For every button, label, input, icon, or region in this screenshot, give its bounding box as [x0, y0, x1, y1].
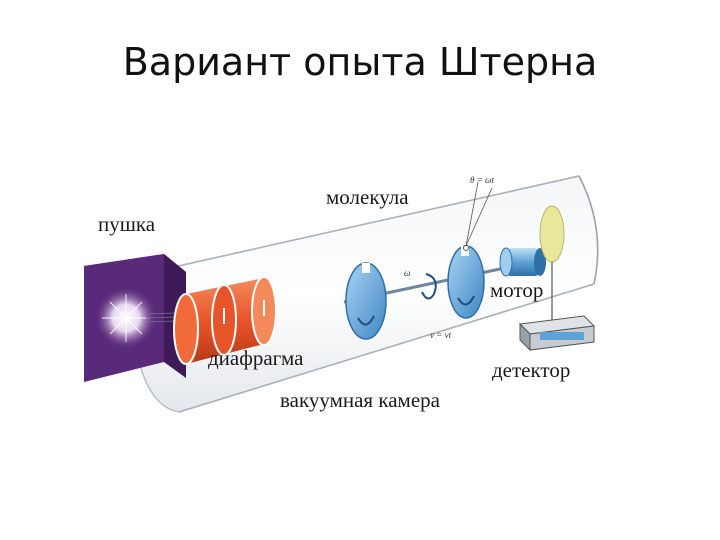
label-molecule: молекула: [326, 185, 409, 209]
label-diaphragm: диафрагма: [208, 346, 304, 370]
target-disk: [539, 205, 565, 324]
motor-body: [499, 247, 546, 277]
label-detector: детектор: [492, 358, 571, 382]
label-motor: мотор: [490, 278, 544, 302]
formula-velocity: v = vt: [430, 330, 452, 340]
slotted-disk-1: [345, 262, 387, 340]
slotted-disk-2: [447, 245, 485, 319]
diaphragm-cylinder: [173, 276, 277, 365]
slide-title: Вариант опыта Штерна: [122, 40, 598, 84]
label-vacuum-chamber: вакуумная камера: [280, 388, 440, 412]
detector-box: [518, 315, 596, 352]
molecule-trajectory: [465, 181, 493, 247]
rotation-arrow: [421, 273, 437, 300]
label-gun: пушка: [98, 212, 156, 236]
molecule-dot: [463, 245, 469, 251]
formula-omega: ω: [404, 268, 411, 278]
formula-angle: θ = ωt: [470, 175, 494, 185]
gun-box: [84, 254, 186, 382]
stern-experiment-diagram: пушка молекула мотор диафрагма детектор …: [74, 166, 608, 424]
apparatus-illustration: [84, 175, 599, 413]
